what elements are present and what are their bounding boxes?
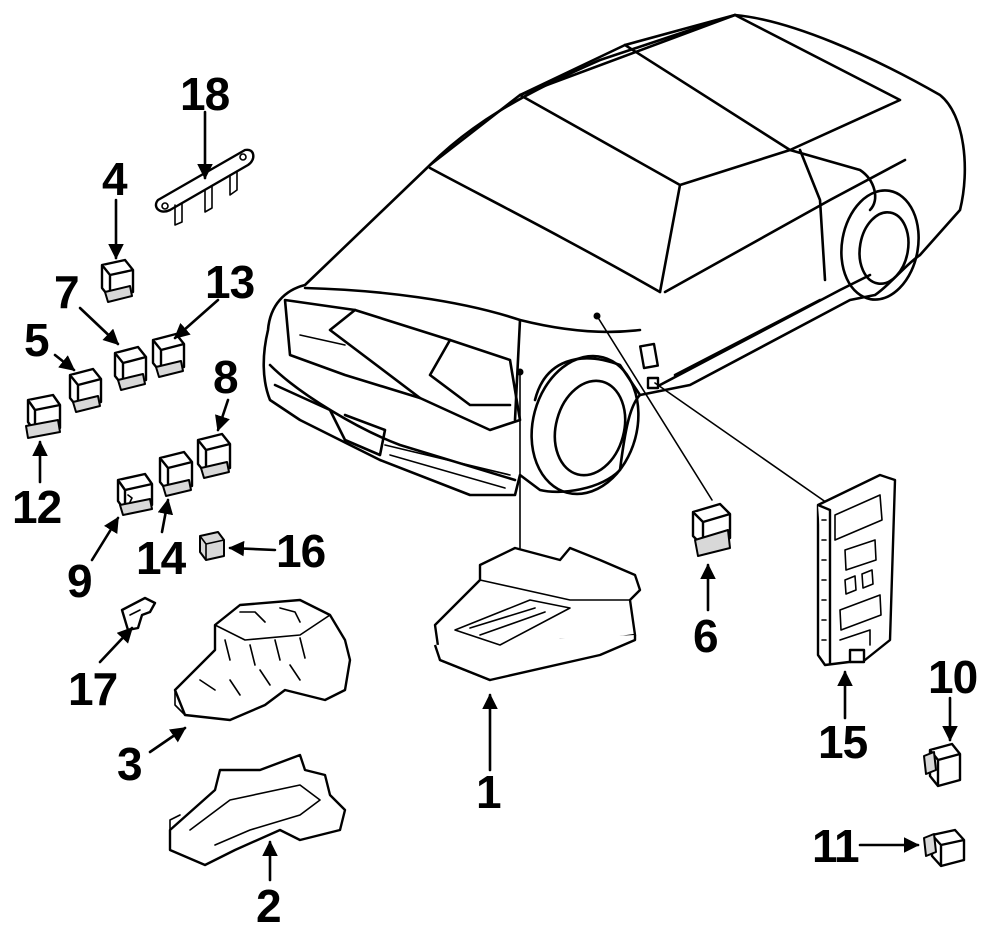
part-12-relay [25, 393, 62, 439]
callout-10: 10 [928, 651, 977, 703]
part-6-relay [691, 502, 732, 557]
part-14-relay [158, 450, 194, 497]
part-2-lower-bracket [168, 753, 347, 867]
part-10-relay [923, 742, 962, 788]
part-8-relay [196, 432, 232, 479]
callout-3: 3 [117, 738, 142, 790]
callout-15: 15 [818, 716, 868, 768]
part-18-relay-bracket [154, 148, 255, 226]
callout-8: 8 [213, 351, 238, 403]
part-1-fuse-box-cover [433, 546, 642, 682]
callout-11: 11 [812, 820, 859, 872]
callout-16: 16 [276, 525, 325, 577]
part-7-relay [113, 345, 148, 391]
callout-2: 2 [256, 880, 281, 927]
callout-4: 4 [102, 153, 128, 205]
part-15-fuse-panel [816, 473, 897, 667]
callout-13: 13 [205, 256, 254, 308]
part-11-relay [923, 828, 966, 868]
part-13-relay [151, 332, 186, 378]
callout-18: 18 [180, 68, 230, 120]
callout-17: 17 [68, 663, 117, 715]
part-4-relay [100, 258, 135, 303]
part-3-relay-block [173, 598, 352, 722]
callout-labels: 1 2 3 4 5 6 7 8 9 10 11 12 13 14 15 16 1… [12, 68, 978, 927]
callout-1: 1 [476, 766, 501, 818]
callout-7: 7 [54, 266, 79, 318]
callout-9: 9 [67, 555, 92, 607]
callout-14: 14 [136, 532, 187, 584]
callout-6: 6 [693, 610, 718, 662]
part-16-relay [199, 531, 225, 561]
callout-5: 5 [24, 314, 49, 366]
leader-arrows [32, 110, 958, 882]
part-17-clip [120, 596, 157, 632]
part-9-relay [116, 472, 154, 516]
car-illustration [262, 13, 967, 549]
callout-12: 12 [12, 481, 61, 533]
part-5-relay [68, 367, 103, 413]
